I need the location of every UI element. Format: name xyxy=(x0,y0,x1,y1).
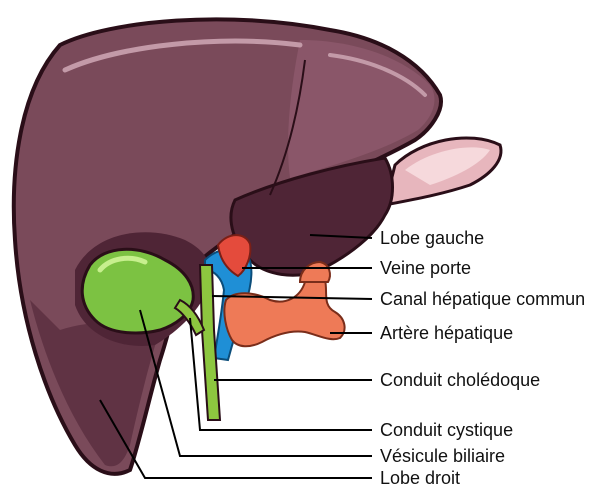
label-veine-porte: Veine porte xyxy=(380,258,471,278)
label-conduit-cystique: Conduit cystique xyxy=(380,420,513,440)
label-canal-hepatique-commun: Canal hépatique commun xyxy=(380,289,585,309)
label-lobe-gauche: Lobe gauche xyxy=(380,228,484,248)
label-artere-hepatique: Artère hépatique xyxy=(380,323,513,343)
label-vesicule-biliaire: Vésicule biliaire xyxy=(380,446,505,466)
label-conduit-choledoque: Conduit cholédoque xyxy=(380,370,540,390)
label-lobe-droit: Lobe droit xyxy=(380,468,460,488)
